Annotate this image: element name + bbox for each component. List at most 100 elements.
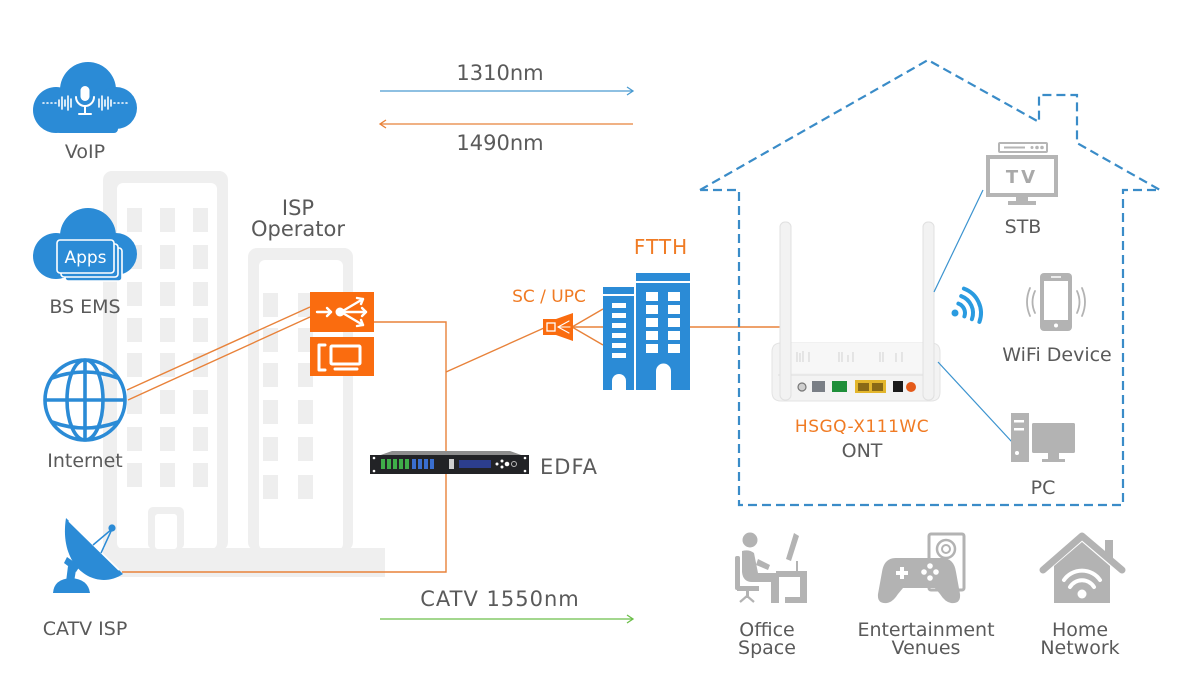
trunk-to-connector-link	[445, 327, 545, 373]
edfa-green-port	[381, 459, 385, 469]
home-device-stb: TV STB	[986, 142, 1058, 238]
ftth-window	[668, 292, 680, 301]
vibration-icon	[1026, 287, 1086, 317]
edfa-device: EDFA	[370, 451, 598, 479]
operator-catv-trunk	[122, 321, 447, 573]
scenario-home-network: Home Network	[1039, 532, 1126, 659]
ftth-window	[612, 343, 626, 348]
entertainment-label-line1: Entertainment	[857, 619, 994, 641]
edfa-green-port	[387, 459, 391, 469]
ftth-window	[668, 305, 680, 314]
edfa-blue-port	[412, 459, 416, 469]
edfa-label: EDFA	[540, 455, 598, 479]
apps-badge: Apps	[64, 248, 106, 268]
edfa-blue-port	[418, 459, 422, 469]
catv-isp-label: CATV ISP	[43, 618, 128, 640]
ont-model-label: HSGQ-X111WC	[795, 417, 929, 437]
smartphone-icon	[1026, 273, 1086, 331]
home-label-line2: Network	[1040, 637, 1119, 659]
building-window	[193, 390, 208, 414]
building-window	[193, 318, 208, 342]
building-window	[160, 463, 175, 487]
building-window	[127, 353, 142, 377]
sc-upc-connector: SC / UPC	[512, 287, 586, 341]
ftth-window	[668, 344, 680, 353]
building-window	[160, 318, 175, 342]
source-catv-isp: CATV ISP	[43, 518, 128, 640]
ftth-building: FTTH	[603, 235, 690, 390]
building-window	[127, 427, 142, 451]
sound-wave-icon	[42, 95, 128, 111]
building-window	[160, 208, 175, 232]
building-window	[160, 282, 175, 306]
server-terminal-icon	[310, 337, 374, 376]
ftth-window	[612, 353, 626, 358]
ftth-window	[668, 331, 680, 340]
ftth-window	[612, 333, 626, 338]
antenna-right	[922, 221, 935, 401]
office-building-icon	[603, 273, 690, 390]
ftth-window	[646, 292, 658, 301]
building-window	[263, 475, 278, 499]
building-window	[263, 293, 278, 317]
ftth-window	[646, 305, 658, 314]
upstream-wavelength-label: 1310nm	[456, 61, 543, 85]
building-window	[160, 353, 175, 377]
ont-device: HSGQ-X111WC ONT	[771, 221, 941, 462]
downstream-wavelength-label: 1490nm	[456, 131, 543, 155]
building-window	[127, 463, 142, 487]
stb-label: STB	[1005, 216, 1042, 238]
building-window	[263, 437, 278, 461]
building-window	[298, 475, 313, 499]
building-window	[298, 437, 313, 461]
home-device-pc: PC	[1011, 413, 1077, 499]
wifi-signal-icon	[951, 286, 983, 324]
edfa-green-port	[399, 459, 403, 469]
building-window	[193, 245, 208, 269]
building-window	[263, 400, 278, 424]
edfa-green-port	[405, 459, 409, 469]
ftth-window	[646, 331, 658, 340]
tv-stb-icon	[986, 142, 1058, 205]
ftth-window	[612, 313, 626, 318]
isp-operator: ISP Operator	[251, 196, 374, 376]
ftth-window	[612, 323, 626, 328]
fiber-links	[122, 306, 780, 573]
edfa-amplifier-icon	[370, 451, 529, 474]
building-window	[193, 208, 208, 232]
gamepad-speaker-icon	[877, 532, 966, 604]
building-window	[160, 427, 175, 451]
ont-to-stb-link	[933, 189, 984, 293]
building-window	[160, 390, 175, 414]
connector-label: SC / UPC	[512, 287, 586, 307]
building-window	[127, 282, 142, 306]
building-window	[127, 390, 142, 414]
edfa-green-port	[393, 459, 397, 469]
microphone-icon	[75, 86, 95, 115]
source-internet: Internet	[43, 358, 127, 472]
ont-to-pc-link	[937, 361, 1013, 443]
office-label-line1: Office	[739, 619, 794, 641]
building-window	[193, 427, 208, 451]
catv-wavelength-label: CATV 1550nm	[420, 587, 579, 611]
ftth-label: FTTH	[634, 235, 688, 259]
building-window	[298, 363, 313, 387]
building-window	[298, 400, 313, 424]
scenario-entertainment-venues: Entertainment Venues	[857, 532, 995, 659]
connector-fan-bottom	[571, 326, 604, 346]
antenna-left	[779, 221, 792, 401]
fiber-splitter-icon	[543, 313, 573, 341]
satellite-dish-icon	[53, 518, 123, 593]
ont-label: ONT	[842, 440, 883, 462]
source-voip: VoIP	[33, 62, 137, 163]
entertainment-label-line2: Venues	[892, 637, 961, 659]
office-label-line2: Space	[738, 637, 796, 659]
home-device-wifi: WiFi Device	[1002, 273, 1112, 366]
building-window	[298, 328, 313, 352]
smart-home-wifi-icon	[1039, 532, 1126, 603]
short-building-windows	[263, 293, 313, 499]
building-window	[193, 282, 208, 306]
edfa-ports	[381, 459, 434, 469]
